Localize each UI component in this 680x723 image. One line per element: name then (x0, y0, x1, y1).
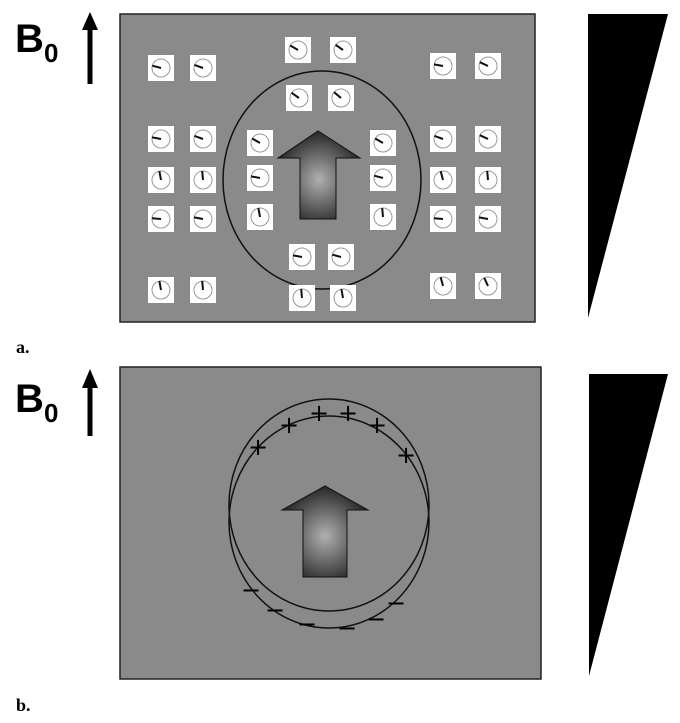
magnetization-arrow-icon (280, 485, 370, 578)
positive-charge-mark: + (338, 399, 358, 427)
spin-dial-icon (247, 130, 273, 156)
spin-dial-icon (286, 85, 312, 111)
spin-dial-icon (289, 244, 315, 270)
spin-dial-icon (330, 285, 356, 311)
spin-dial-icon (328, 244, 354, 270)
field-subscript-a: 0 (44, 38, 58, 68)
field-indicator-a: B 0 (15, 12, 98, 84)
field-indicator-b: B 0 (15, 369, 98, 436)
outline-lower-b (228, 415, 430, 629)
spin-dial-icon (430, 126, 456, 152)
spin-dial-icon (190, 206, 216, 232)
spin-dial-icon (430, 53, 456, 79)
spin-dial-icon (475, 126, 501, 152)
spin-dial-icon (148, 55, 174, 81)
spin-dial-icon (370, 204, 396, 230)
field-arrow-icon (82, 12, 98, 84)
spin-dial-icon (430, 273, 456, 299)
spin-dial-icon (148, 277, 174, 303)
spin-dial-icon (190, 55, 216, 81)
field-subscript-b: 0 (44, 398, 58, 428)
positive-charge-mark: + (367, 411, 387, 439)
charge-markers: ++++++−−−−−− (241, 399, 416, 642)
positive-charge-mark: + (248, 433, 268, 461)
spin-dial-icon (430, 167, 456, 193)
positive-charge-mark: + (396, 441, 416, 469)
spin-dial-icon (190, 126, 216, 152)
gradient-wedge-icon (588, 14, 668, 318)
spin-dial-icon (328, 85, 354, 111)
negative-charge-mark: − (241, 576, 261, 604)
panel-label-b: b. (16, 695, 31, 715)
spin-dial-icon (475, 206, 501, 232)
panel-label-a: a. (16, 337, 30, 357)
negative-charge-mark: − (337, 614, 357, 642)
spin-dial-icon (370, 165, 396, 191)
field-label-a: B (15, 17, 44, 61)
spin-dial-icon (148, 206, 174, 232)
positive-charge-mark: + (279, 411, 299, 439)
panel-a: B 0 a. (15, 12, 668, 357)
spin-dial-icon (475, 167, 501, 193)
panel-b: B 0 ++++++−−−−−− b. (15, 366, 668, 715)
spin-dial-icon (247, 204, 273, 230)
spin-dial-icon (330, 37, 356, 63)
field-arrow-icon (82, 369, 98, 436)
spin-dial-icon (190, 167, 216, 193)
spin-dial-icon (370, 130, 396, 156)
spin-dial-icon (285, 37, 311, 63)
spin-dial-icon (475, 273, 501, 299)
gradient-wedge-icon (589, 374, 668, 676)
positive-charge-mark: + (309, 399, 329, 427)
negative-charge-mark: − (386, 589, 406, 617)
negative-charge-mark: − (297, 610, 317, 638)
spin-grid (148, 37, 501, 311)
spin-dial-icon (190, 277, 216, 303)
spin-dial-icon (148, 126, 174, 152)
field-label-b: B (15, 377, 44, 421)
spin-dial-icon (430, 206, 456, 232)
spin-dial-icon (148, 167, 174, 193)
negative-charge-mark: − (366, 605, 386, 633)
outline-upper-b (228, 398, 430, 612)
spin-dial-icon (289, 285, 315, 311)
negative-charge-mark: − (265, 596, 285, 624)
spin-dial-icon (475, 53, 501, 79)
spin-dial-icon (247, 165, 273, 191)
magnetization-arrow-icon (276, 130, 362, 220)
object-outline-a (222, 70, 422, 290)
